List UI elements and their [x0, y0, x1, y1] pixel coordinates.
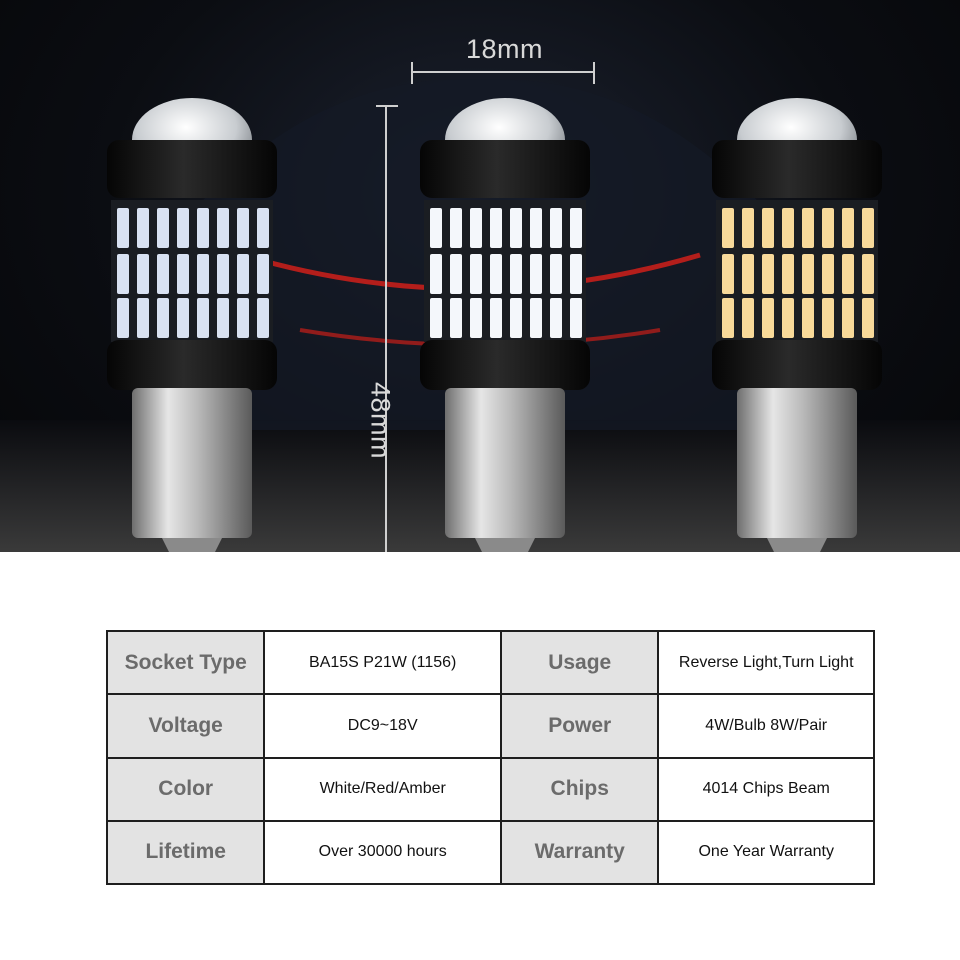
- spec-key: Socket Type: [105, 629, 266, 696]
- width-dimension-line: [411, 62, 595, 84]
- spec-key: Color: [105, 756, 266, 822]
- spec-value: 4W/Bulb 8W/Pair: [657, 693, 875, 759]
- bulbs-illustration: [0, 62, 960, 552]
- spec-key: Usage: [500, 629, 660, 696]
- spec-value: One Year Warranty: [657, 819, 875, 886]
- spec-key: Voltage: [105, 693, 266, 759]
- height-dimension-label: 48mm: [365, 381, 396, 459]
- table-row: Color White/Red/Amber Chips 4014 Chips B…: [105, 756, 875, 822]
- table-row: Lifetime Over 30000 hours Warranty One Y…: [105, 819, 875, 886]
- led-bulb-white: [420, 98, 590, 552]
- led-bulb-amber: [712, 98, 882, 552]
- spec-value: DC9~18V: [263, 693, 503, 759]
- spec-key: Chips: [500, 756, 660, 822]
- spec-key: Power: [500, 693, 660, 759]
- spec-value: 4014 Chips Beam: [657, 756, 875, 822]
- table-row: Voltage DC9~18V Power 4W/Bulb 8W/Pair: [105, 693, 875, 759]
- led-bulb-red: [107, 98, 277, 552]
- spec-value: Over 30000 hours: [263, 819, 503, 886]
- spec-key: Lifetime: [105, 819, 266, 886]
- height-dimension-line: [376, 105, 398, 552]
- spec-value: BA15S P21W (1156): [263, 629, 503, 696]
- spec-key: Warranty: [500, 819, 660, 886]
- spec-value: Reverse Light,Turn Light: [657, 629, 875, 696]
- product-photo: 18mm 48mm: [0, 0, 960, 552]
- spec-value: White/Red/Amber: [263, 756, 503, 822]
- width-dimension-label: 18mm: [466, 34, 544, 64]
- spec-table: Socket Type BA15S P21W (1156) Usage Reve…: [105, 629, 875, 886]
- table-row: Socket Type BA15S P21W (1156) Usage Reve…: [105, 629, 875, 696]
